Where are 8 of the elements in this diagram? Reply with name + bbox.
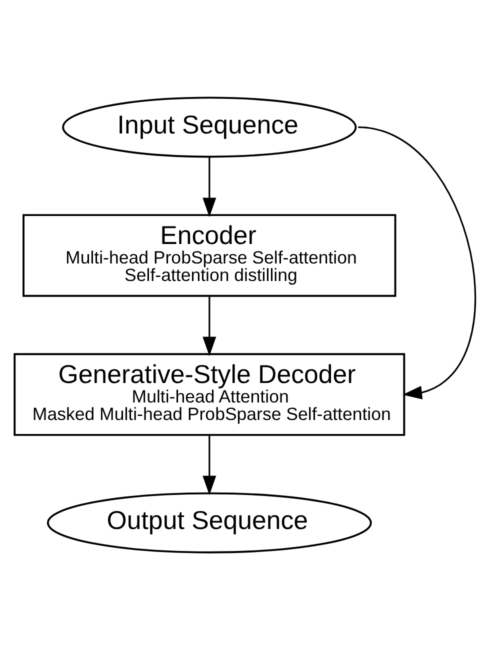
arrow — [202, 296, 216, 356]
arrow — [202, 157, 216, 218]
arrow — [202, 435, 216, 496]
node-ellipse: Input Sequence — [62, 96, 357, 158]
arrow — [358, 126, 476, 400]
node-ellipse: Output Sequence — [46, 492, 372, 554]
node-box: Encoder Multi-head ProbSparse Self-attention Self-attention distilling — [22, 214, 396, 297]
node-box: Generative-Style Decoder Multi-head Attention Masked Multi-head ProbSparse Self-attention — [14, 353, 406, 436]
